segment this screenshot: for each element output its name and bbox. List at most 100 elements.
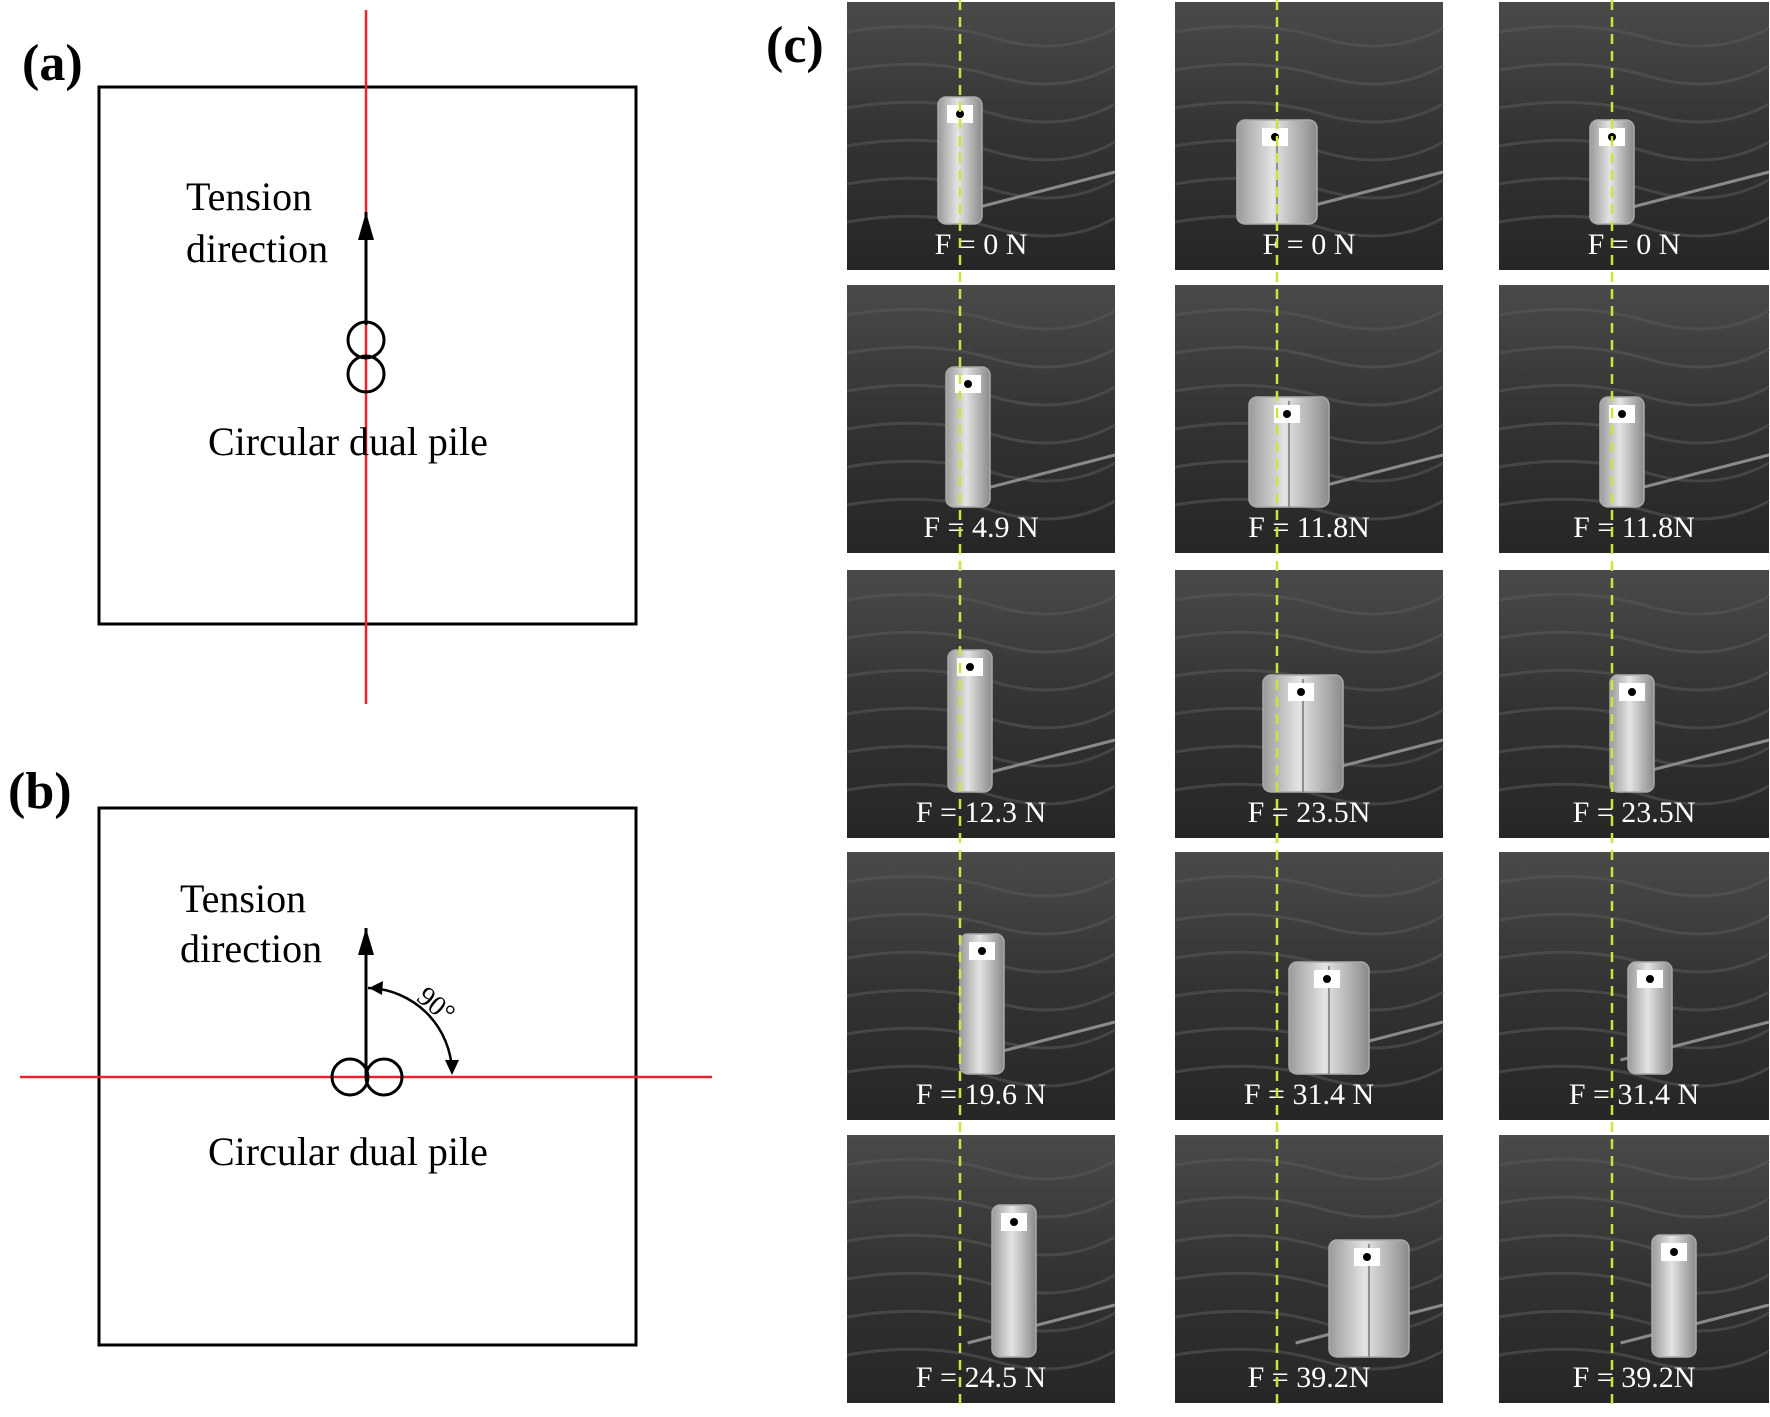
soil-ridge	[846, 782, 1116, 806]
soil-ridge	[1498, 24, 1770, 48]
soil-ridge	[846, 592, 1116, 616]
soil-ridge	[1174, 24, 1444, 48]
soil-ridge	[846, 630, 1116, 654]
soil-ridge	[1498, 912, 1770, 936]
photo-cell: F = 0 N	[846, 2, 1116, 270]
soil-ridge	[846, 214, 1116, 238]
force-caption: F = 11.8N	[1248, 511, 1370, 544]
force-caption: F = 23.5N	[1573, 796, 1696, 829]
soil-ridge	[1498, 1309, 1770, 1333]
pile-marker-dot	[956, 110, 964, 118]
soil-ridge	[846, 744, 1116, 768]
panel-b-pile-label: Circular dual pile	[208, 1129, 488, 1174]
photo-cell: F = 19.6 N	[846, 852, 1116, 1120]
panel-c-label: (c)	[766, 17, 824, 74]
force-caption: F = 4.9 N	[923, 511, 1038, 544]
soil-ridge	[1498, 62, 1770, 86]
soil-ridge	[846, 668, 1116, 692]
force-caption: F = 24.5 N	[916, 1361, 1046, 1394]
tension-rope	[1620, 170, 1770, 212]
panel-a-label: (a)	[22, 35, 83, 92]
soil-ridge	[1498, 1157, 1770, 1181]
pile-marker-dot	[1297, 688, 1305, 696]
soil-ridge	[1498, 383, 1770, 407]
panel-b-angle-arc	[367, 986, 454, 1073]
photo-cell: F = 31.4 N	[1174, 852, 1444, 1120]
pile-marker-dot	[964, 380, 972, 388]
force-caption: F = 19.6 N	[916, 1078, 1046, 1111]
soil-ridge	[1174, 912, 1444, 936]
pile-marker-dot	[1670, 1248, 1678, 1256]
soil-ridge	[1498, 459, 1770, 483]
soil-ridge	[846, 62, 1116, 86]
pile-marker-dot	[966, 663, 974, 671]
soil-ridge	[846, 383, 1116, 407]
soil-ridge	[846, 1347, 1116, 1371]
pile	[1627, 961, 1673, 1075]
soil-ridge	[1174, 1064, 1444, 1088]
panel-b-angle-arrow-end	[445, 1060, 459, 1075]
photo-cell: F = 11.8N	[1498, 285, 1770, 553]
panel-a-tension-line1: Tension	[186, 174, 312, 219]
soil-ridge	[1174, 1347, 1444, 1371]
photo-cell: F = 11.8N	[1174, 285, 1444, 553]
panel-a-frame	[97, 85, 638, 626]
panel-a-pile-label: Circular dual pile	[208, 419, 488, 464]
soil-ridge	[1174, 1157, 1444, 1181]
soil-ridge	[846, 421, 1116, 445]
panel-b-arrow-head	[358, 928, 374, 955]
soil-ridge	[1498, 421, 1770, 445]
pile	[991, 1204, 1037, 1358]
soil-ridge	[1174, 176, 1444, 200]
pile-marker-dot	[1363, 1253, 1371, 1261]
soil-ridge	[846, 1064, 1116, 1088]
soil-ridge	[1498, 100, 1770, 124]
pile-marker-dot	[978, 947, 986, 955]
pile-marker-dot	[1618, 410, 1626, 418]
photo-cell: F = 24.5 N	[846, 1135, 1116, 1403]
soil-ridge	[1498, 176, 1770, 200]
photo-cell: F = 39.2N	[1174, 1135, 1444, 1403]
pile	[1651, 1234, 1697, 1358]
soil-ridge	[846, 912, 1116, 936]
pile-marker-dot	[1628, 688, 1636, 696]
soil-ridge	[1498, 307, 1770, 331]
soil-ridge	[1498, 630, 1770, 654]
force-caption: F = 0 N	[935, 228, 1028, 261]
panel-b-label: (b)	[8, 763, 72, 820]
soil-ridge	[1174, 874, 1444, 898]
force-caption: F = 0 N	[1588, 228, 1681, 261]
panel-a: (a) Tension direction Circular dual pile	[22, 10, 638, 704]
soil-ridge	[1498, 1064, 1770, 1088]
panel-b-tension-line2: direction	[180, 926, 322, 971]
soil-ridge	[1498, 214, 1770, 238]
soil-ridge	[846, 874, 1116, 898]
pile-marker-dot	[1283, 410, 1291, 418]
photo-cell: F = 23.5N	[1174, 570, 1444, 838]
soil-ridge	[1498, 592, 1770, 616]
soil-ridge	[1498, 1195, 1770, 1219]
force-caption: F = 23.5N	[1248, 796, 1371, 829]
panel-b-tension-line1: Tension	[180, 876, 306, 921]
pile-marker-dot	[1323, 975, 1331, 983]
soil-ridge	[1498, 138, 1770, 162]
soil-ridge	[1498, 345, 1770, 369]
force-caption: F = 12.3 N	[916, 796, 1046, 829]
soil-ridge	[1174, 1195, 1444, 1219]
panel-b-pile-left	[330, 1057, 370, 1097]
force-caption: F = 39.2N	[1573, 1361, 1696, 1394]
pile	[1609, 674, 1655, 793]
soil-ridge	[1174, 497, 1444, 521]
pile	[945, 366, 991, 508]
force-caption: F = 31.4 N	[1569, 1078, 1699, 1111]
soil-ridge	[1174, 214, 1444, 238]
force-caption: F = 11.8N	[1573, 511, 1695, 544]
soil-ridge	[846, 1157, 1116, 1181]
soil-ridge	[1498, 497, 1770, 521]
soil-ridge	[1498, 874, 1770, 898]
soil-ridge	[846, 100, 1116, 124]
tension-rope	[1295, 170, 1444, 212]
force-caption: F = 39.2N	[1248, 1361, 1371, 1394]
soil-ridge	[846, 138, 1116, 162]
